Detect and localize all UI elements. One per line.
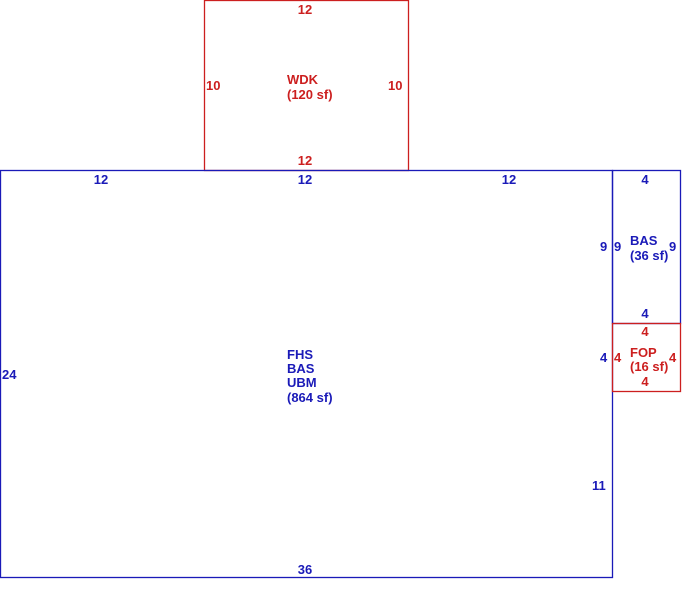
fop-area-label: (16 sf) bbox=[630, 359, 668, 374]
wdk-top-dimension: 12 bbox=[298, 2, 312, 17]
main-right-lower-dimension: 11 bbox=[592, 478, 606, 493]
bas-small-right-dimension: 9 bbox=[669, 239, 676, 254]
bas-small-left-dimension: 9 bbox=[614, 239, 621, 254]
fop-right-dimension: 4 bbox=[669, 350, 677, 365]
main-top-right-dimension: 12 bbox=[502, 172, 516, 187]
main-label-line3: UBM bbox=[287, 375, 317, 390]
fop-bottom-dimension: 4 bbox=[641, 374, 649, 389]
bas-small-name-label: BAS bbox=[630, 233, 658, 248]
bas-small-bottom-dimension: 4 bbox=[641, 306, 649, 321]
bas-small-top-dimension: 4 bbox=[641, 172, 649, 187]
fop-outline bbox=[611, 322, 682, 393]
main-right-upper-dimension: 9 bbox=[600, 239, 607, 254]
fop-left-dimension: 4 bbox=[614, 350, 622, 365]
fop-name-label: FOP bbox=[630, 345, 657, 360]
wdk-bottom-dimension: 12 bbox=[298, 153, 312, 168]
wdk-name-label: WDK bbox=[287, 72, 319, 87]
main-label-line1: FHS bbox=[287, 347, 313, 362]
wdk-area-label: (120 sf) bbox=[287, 87, 333, 102]
fop-top-dimension: 4 bbox=[641, 324, 649, 339]
main-left-dimension: 24 bbox=[2, 367, 17, 382]
wdk-left-dimension: 10 bbox=[206, 78, 220, 93]
main-right-mid-dimension: 4 bbox=[600, 350, 608, 365]
main-label-line2: BAS bbox=[287, 361, 315, 376]
wdk-right-dimension: 10 bbox=[388, 78, 402, 93]
main-area-label: (864 sf) bbox=[287, 390, 333, 405]
main-bottom-dimension: 36 bbox=[298, 562, 312, 577]
bas-small-area-label: (36 sf) bbox=[630, 248, 668, 263]
main-top-mid-dimension: 12 bbox=[298, 172, 312, 187]
main-top-left-dimension: 12 bbox=[94, 172, 108, 187]
